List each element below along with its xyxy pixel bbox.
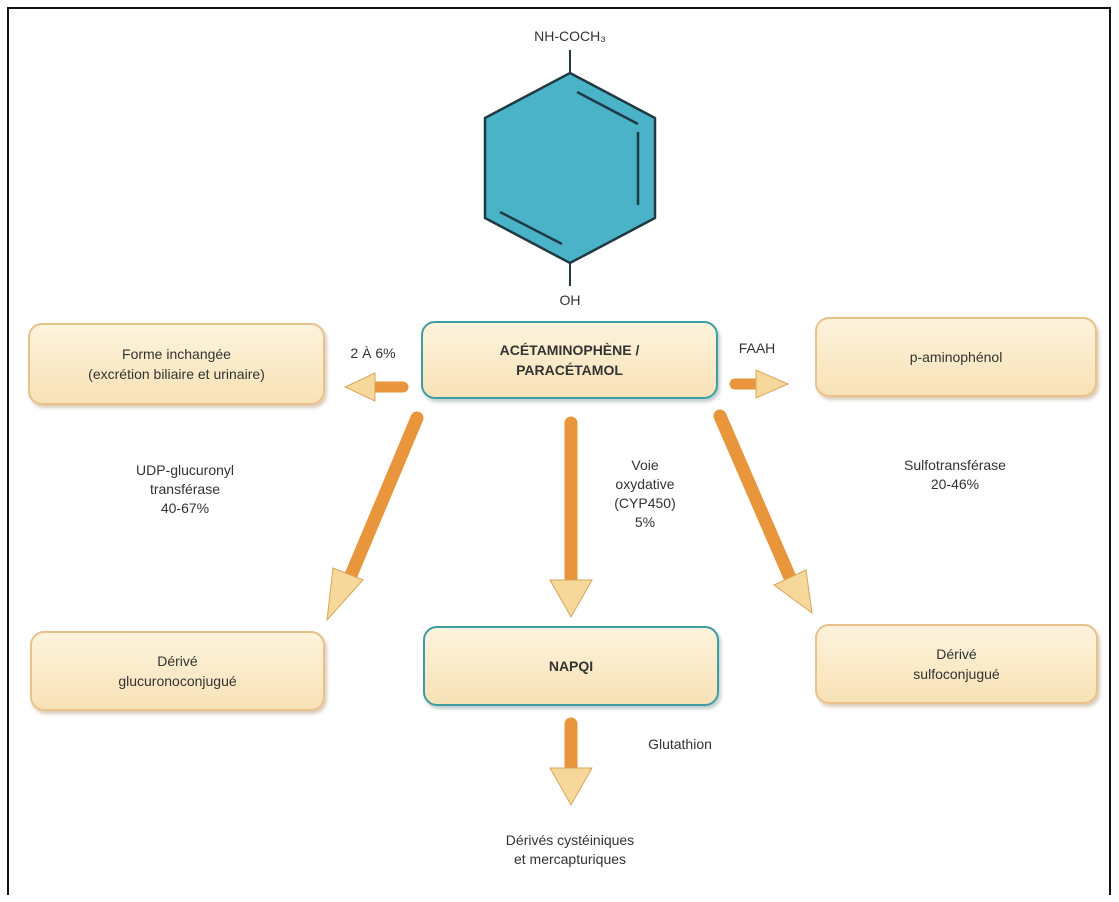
- arrow-to-cysteine: [549, 717, 593, 807]
- node-unchanged-line1: Forme inchangée: [122, 346, 231, 362]
- node-napqi-label: NAPQI: [548, 658, 594, 674]
- node-p-aminophenol-label: p-aminophénol: [909, 349, 1003, 365]
- node-p-aminophenol: p-aminophénol: [815, 317, 1097, 397]
- node-glucurono-line1: Dérivé: [157, 653, 198, 669]
- arrow-to-p-aminophenol: [729, 369, 790, 399]
- edge-label-udp-glucuronyl: UDP-glucuronyl transférase 40-67%: [110, 461, 260, 518]
- edge-label-oxidative-line1: Voie: [631, 457, 659, 473]
- edge-label-sulfo-line2: 20-46%: [930, 476, 980, 492]
- edge-label-faah: FAAH: [738, 340, 776, 356]
- edge-label-oxidative-line3: (CYP450): [614, 495, 676, 511]
- node-sulfoconjugue: Dérivé sulfoconjugué: [815, 624, 1098, 704]
- node-unchanged-form: Forme inchangée (excrétion biliaire et u…: [28, 323, 325, 405]
- edge-label-sulfo-line1: Sulfotransférase: [904, 457, 1006, 473]
- edge-label-glutathion: Glutathion: [648, 736, 712, 752]
- edge-label-2-a-6: 2 À 6%: [350, 345, 396, 361]
- node-glucuronoconjugue: Dérivé glucuronoconjugué: [30, 631, 325, 711]
- node-cysteine-line2: et mercapturiques: [513, 851, 627, 867]
- arrow-to-sulfo: [713, 409, 813, 615]
- label-oh: OH: [559, 292, 581, 308]
- node-unchanged-line2: (excrétion biliaire et urinaire): [88, 366, 265, 382]
- node-acetaminophen-line1: ACÉTAMINOPHÈNE /: [499, 342, 640, 358]
- benzene-ring: [483, 71, 657, 265]
- node-acetaminophen-line2: PARACÉTAMOL: [516, 362, 623, 378]
- label-nh-coch3: NH-COCH₃: [534, 28, 606, 44]
- arrow-to-napqi: [549, 416, 593, 619]
- edge-label-oxidative: Voie oxydative (CYP450) 5%: [590, 456, 700, 532]
- edge-label-sulfotransferase: Sulfotransférase 20-46%: [880, 456, 1030, 494]
- arrow-to-unchanged: [343, 372, 409, 402]
- node-cysteine-derivatives: Dérivés cystéiniques et mercapturiques: [460, 831, 680, 869]
- node-acetaminophen: ACÉTAMINOPHÈNE / PARACÉTAMOL: [421, 321, 718, 399]
- arrow-to-glucurono: [326, 411, 424, 622]
- node-sulfo-line2: sulfoconjugué: [913, 666, 1000, 682]
- node-sulfo-line1: Dérivé: [936, 646, 977, 662]
- node-napqi: NAPQI: [423, 626, 719, 706]
- double-bond-1: [576, 90, 639, 126]
- double-bond-3: [499, 210, 563, 246]
- edge-label-udp-line3: 40-67%: [160, 500, 210, 516]
- edge-label-udp-line1: UDP-glucuronyl: [135, 462, 235, 478]
- edge-label-oxidative-line4: 5%: [634, 514, 656, 530]
- node-glucurono-line2: glucuronoconjugué: [118, 673, 237, 689]
- diagram-frame: [7, 7, 1111, 895]
- edge-label-udp-line2: transférase: [149, 481, 221, 497]
- node-cysteine-line1: Dérivés cystéiniques: [505, 832, 635, 848]
- edge-label-oxidative-line2: oxydative: [615, 476, 675, 492]
